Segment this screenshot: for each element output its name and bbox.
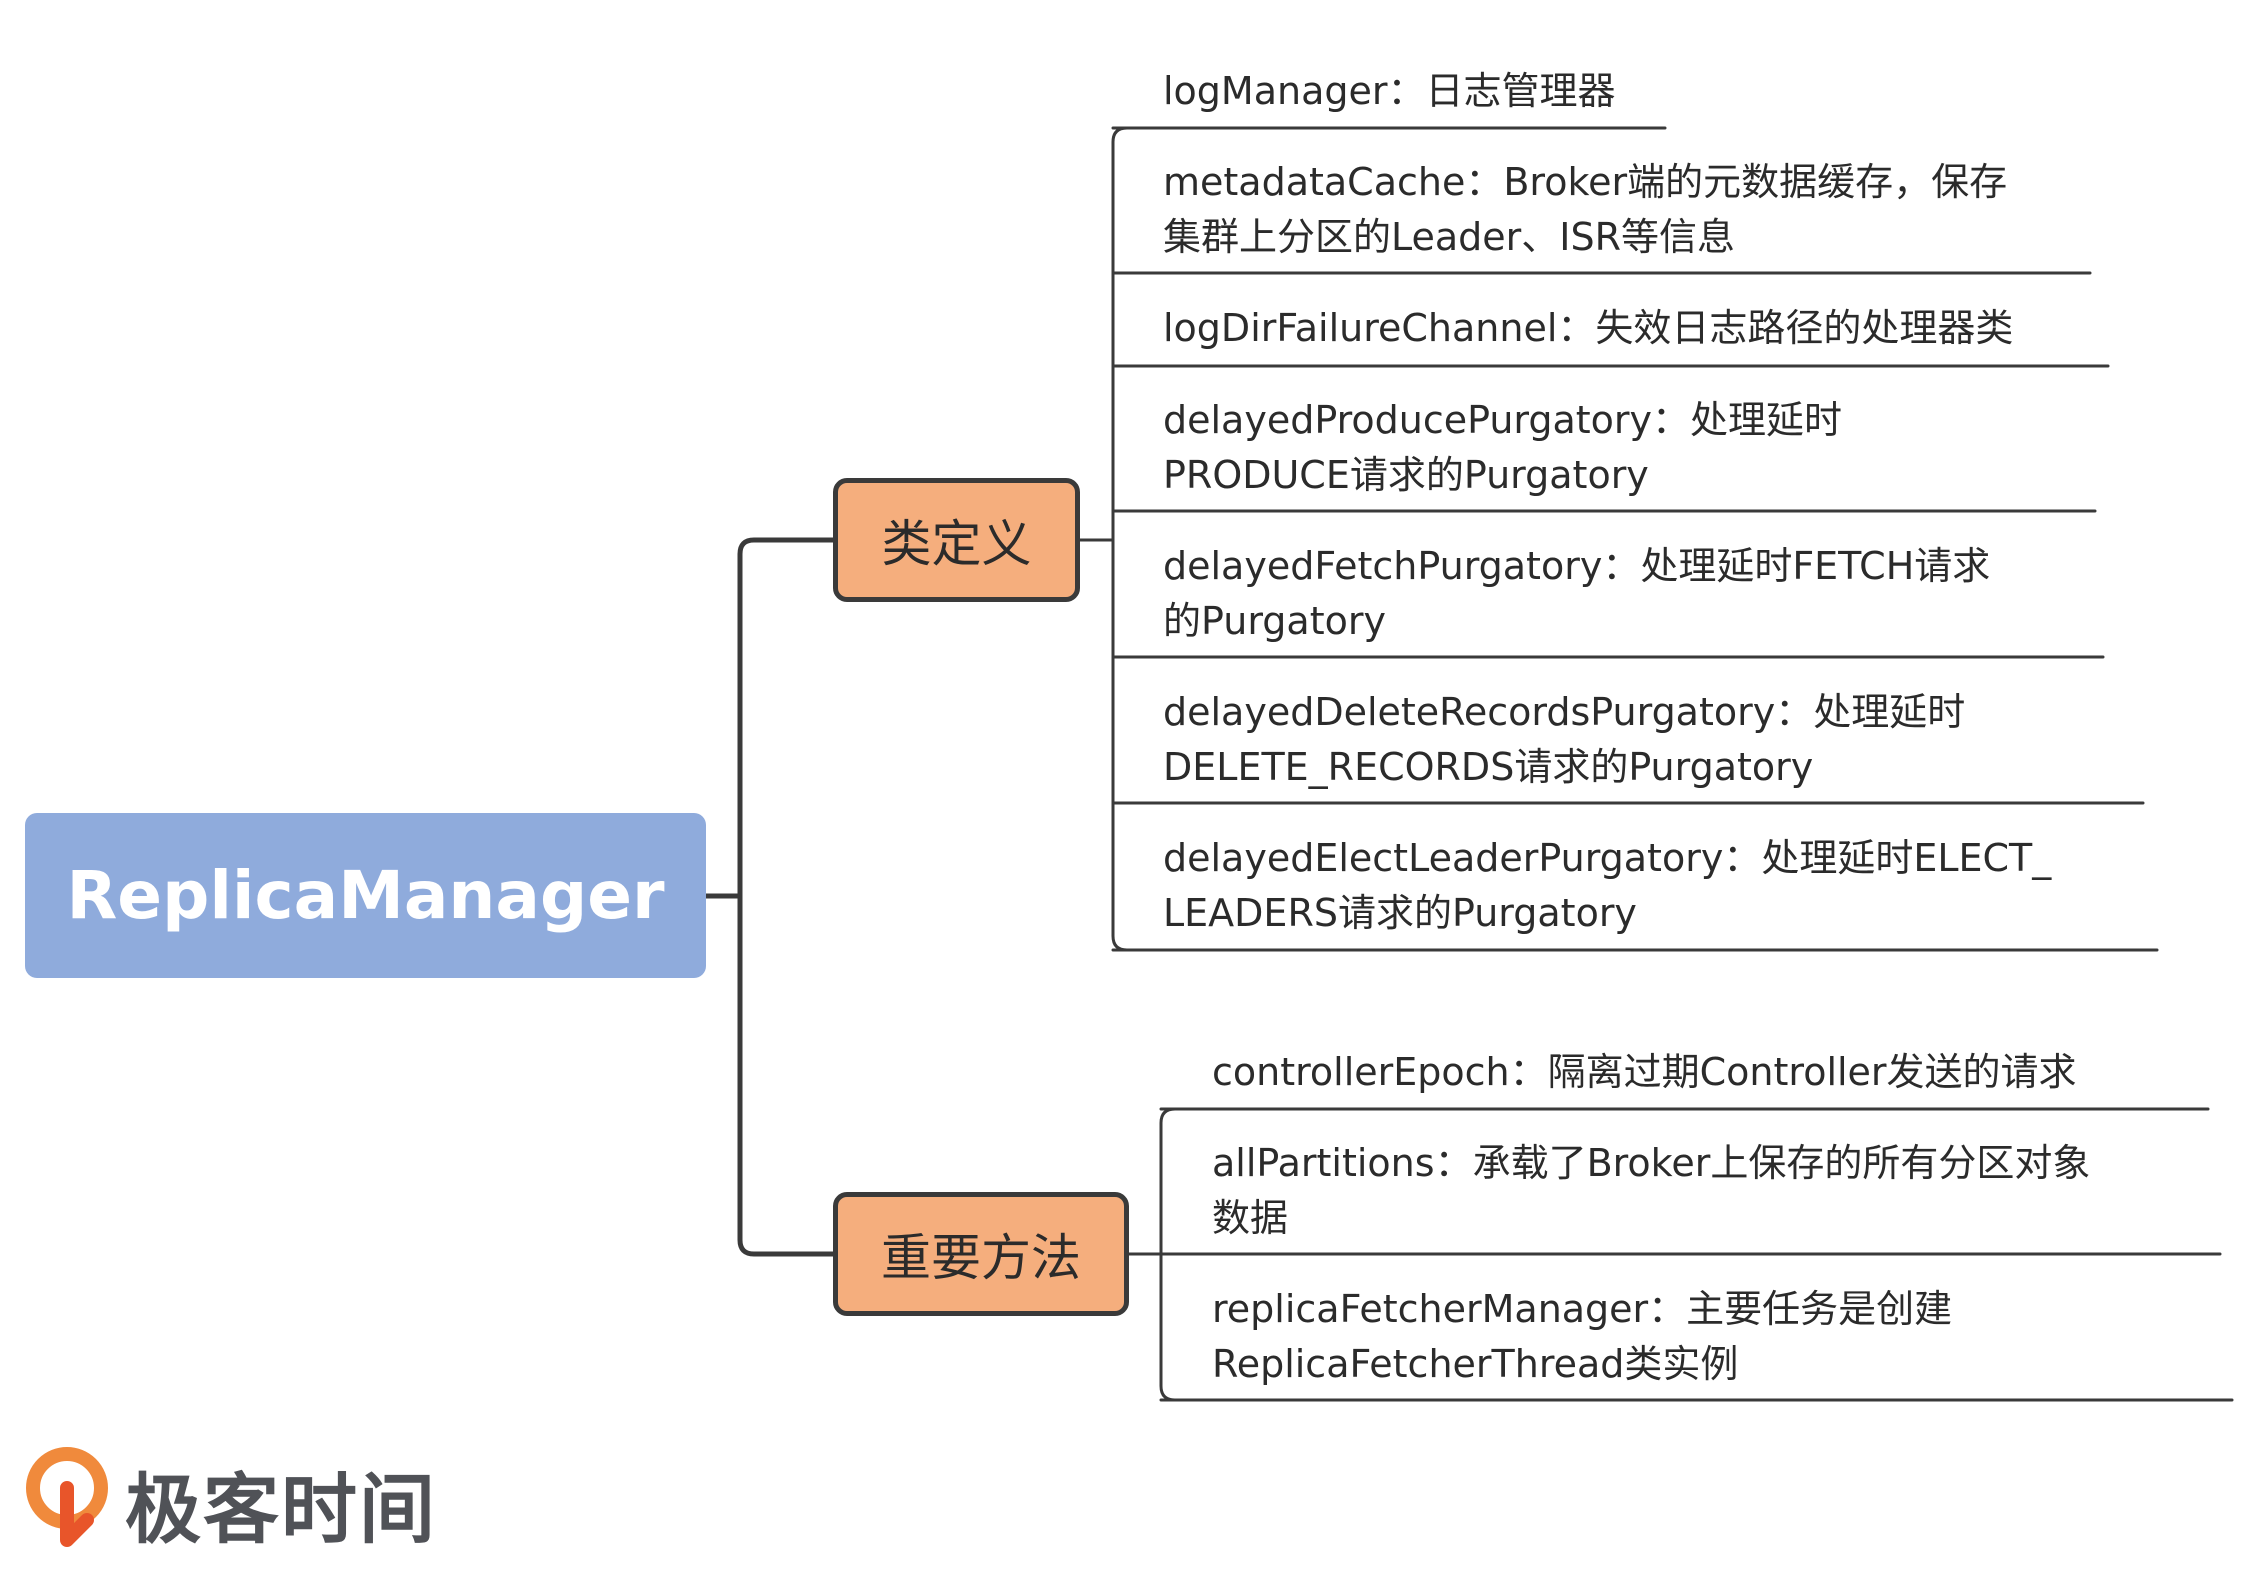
- leaf-line: logDirFailureChannel：失效日志路径的处理器类: [1163, 306, 2014, 350]
- leaf-line: delayedDeleteRecordsPurgatory：处理延时: [1163, 690, 1966, 734]
- leaf-line: LEADERS请求的Purgatory: [1163, 891, 1637, 935]
- leaf-delayed-elect-leader-purgatory: delayedElectLeaderPurgatory：处理延时ELECT_ L…: [1163, 831, 2051, 941]
- leaf-line: DELETE_RECORDS请求的Purgatory: [1163, 745, 1814, 789]
- leaf-metadata-cache: metadataCache：Broker端的元数据缓存，保存 集群上分区的Lea…: [1163, 155, 2007, 265]
- leaf-line: 数据: [1212, 1196, 1289, 1240]
- leaf-line: delayedProducePurgatory：处理延时: [1163, 398, 1843, 442]
- root-to-branches-connector: [737, 537, 836, 1257]
- leaf-line: PRODUCE请求的Purgatory: [1163, 453, 1649, 497]
- leaf-line: replicaFetcherManager：主要任务是创建: [1212, 1287, 1953, 1331]
- brand-logo: 极客时间: [25, 1440, 445, 1554]
- branch-important-methods: 重要方法: [833, 1192, 1129, 1316]
- branch-class-definition: 类定义: [833, 478, 1080, 602]
- leaf-all-partitions: allPartitions：承载了Broker上保存的所有分区对象 数据: [1212, 1136, 2090, 1246]
- leaf-line: allPartitions：承载了Broker上保存的所有分区对象: [1212, 1141, 2091, 1185]
- leaf-log-dir-failure-channel: logDirFailureChannel：失效日志路径的处理器类: [1163, 301, 2013, 356]
- branch1-trunk-connector: [1111, 126, 1129, 952]
- branch-label: 重要方法: [881, 1229, 1081, 1287]
- leaf-line: controllerEpoch：隔离过期Controller发送的请求: [1212, 1050, 2077, 1094]
- leaf-line: 集群上分区的Leader、ISR等信息: [1163, 215, 1736, 259]
- brand-logo-text: 极客时间: [125, 1465, 437, 1554]
- brand-logo-icon: [26, 1447, 108, 1547]
- leaf-line: 的Purgatory: [1163, 599, 1386, 643]
- root-node: ReplicaManager: [25, 813, 706, 978]
- leaf-line: delayedFetchPurgatory：处理延时FETCH请求: [1163, 544, 1991, 588]
- root-label: ReplicaManager: [66, 857, 665, 934]
- leaf-delayed-delete-records-purgatory: delayedDeleteRecordsPurgatory：处理延时 DELET…: [1163, 685, 1965, 795]
- leaf-line: delayedElectLeaderPurgatory：处理延时ELECT_: [1163, 836, 2052, 880]
- leaf-log-manager: logManager：日志管理器: [1163, 64, 1616, 119]
- leaf-delayed-fetch-purgatory: delayedFetchPurgatory：处理延时FETCH请求 的Purga…: [1163, 539, 1990, 649]
- leaf-line: logManager：日志管理器: [1163, 69, 1616, 113]
- leaf-replica-fetcher-manager: replicaFetcherManager：主要任务是创建 ReplicaFet…: [1212, 1282, 1952, 1392]
- leaf-delayed-produce-purgatory: delayedProducePurgatory：处理延时 PRODUCE请求的P…: [1163, 393, 1842, 503]
- leaf-controller-epoch: controllerEpoch：隔离过期Controller发送的请求: [1212, 1045, 2077, 1100]
- leaf-line: metadataCache：Broker端的元数据缓存，保存: [1163, 160, 2008, 204]
- leaf-line: ReplicaFetcherThread类实例: [1212, 1342, 1739, 1386]
- branch-label: 类定义: [881, 515, 1032, 573]
